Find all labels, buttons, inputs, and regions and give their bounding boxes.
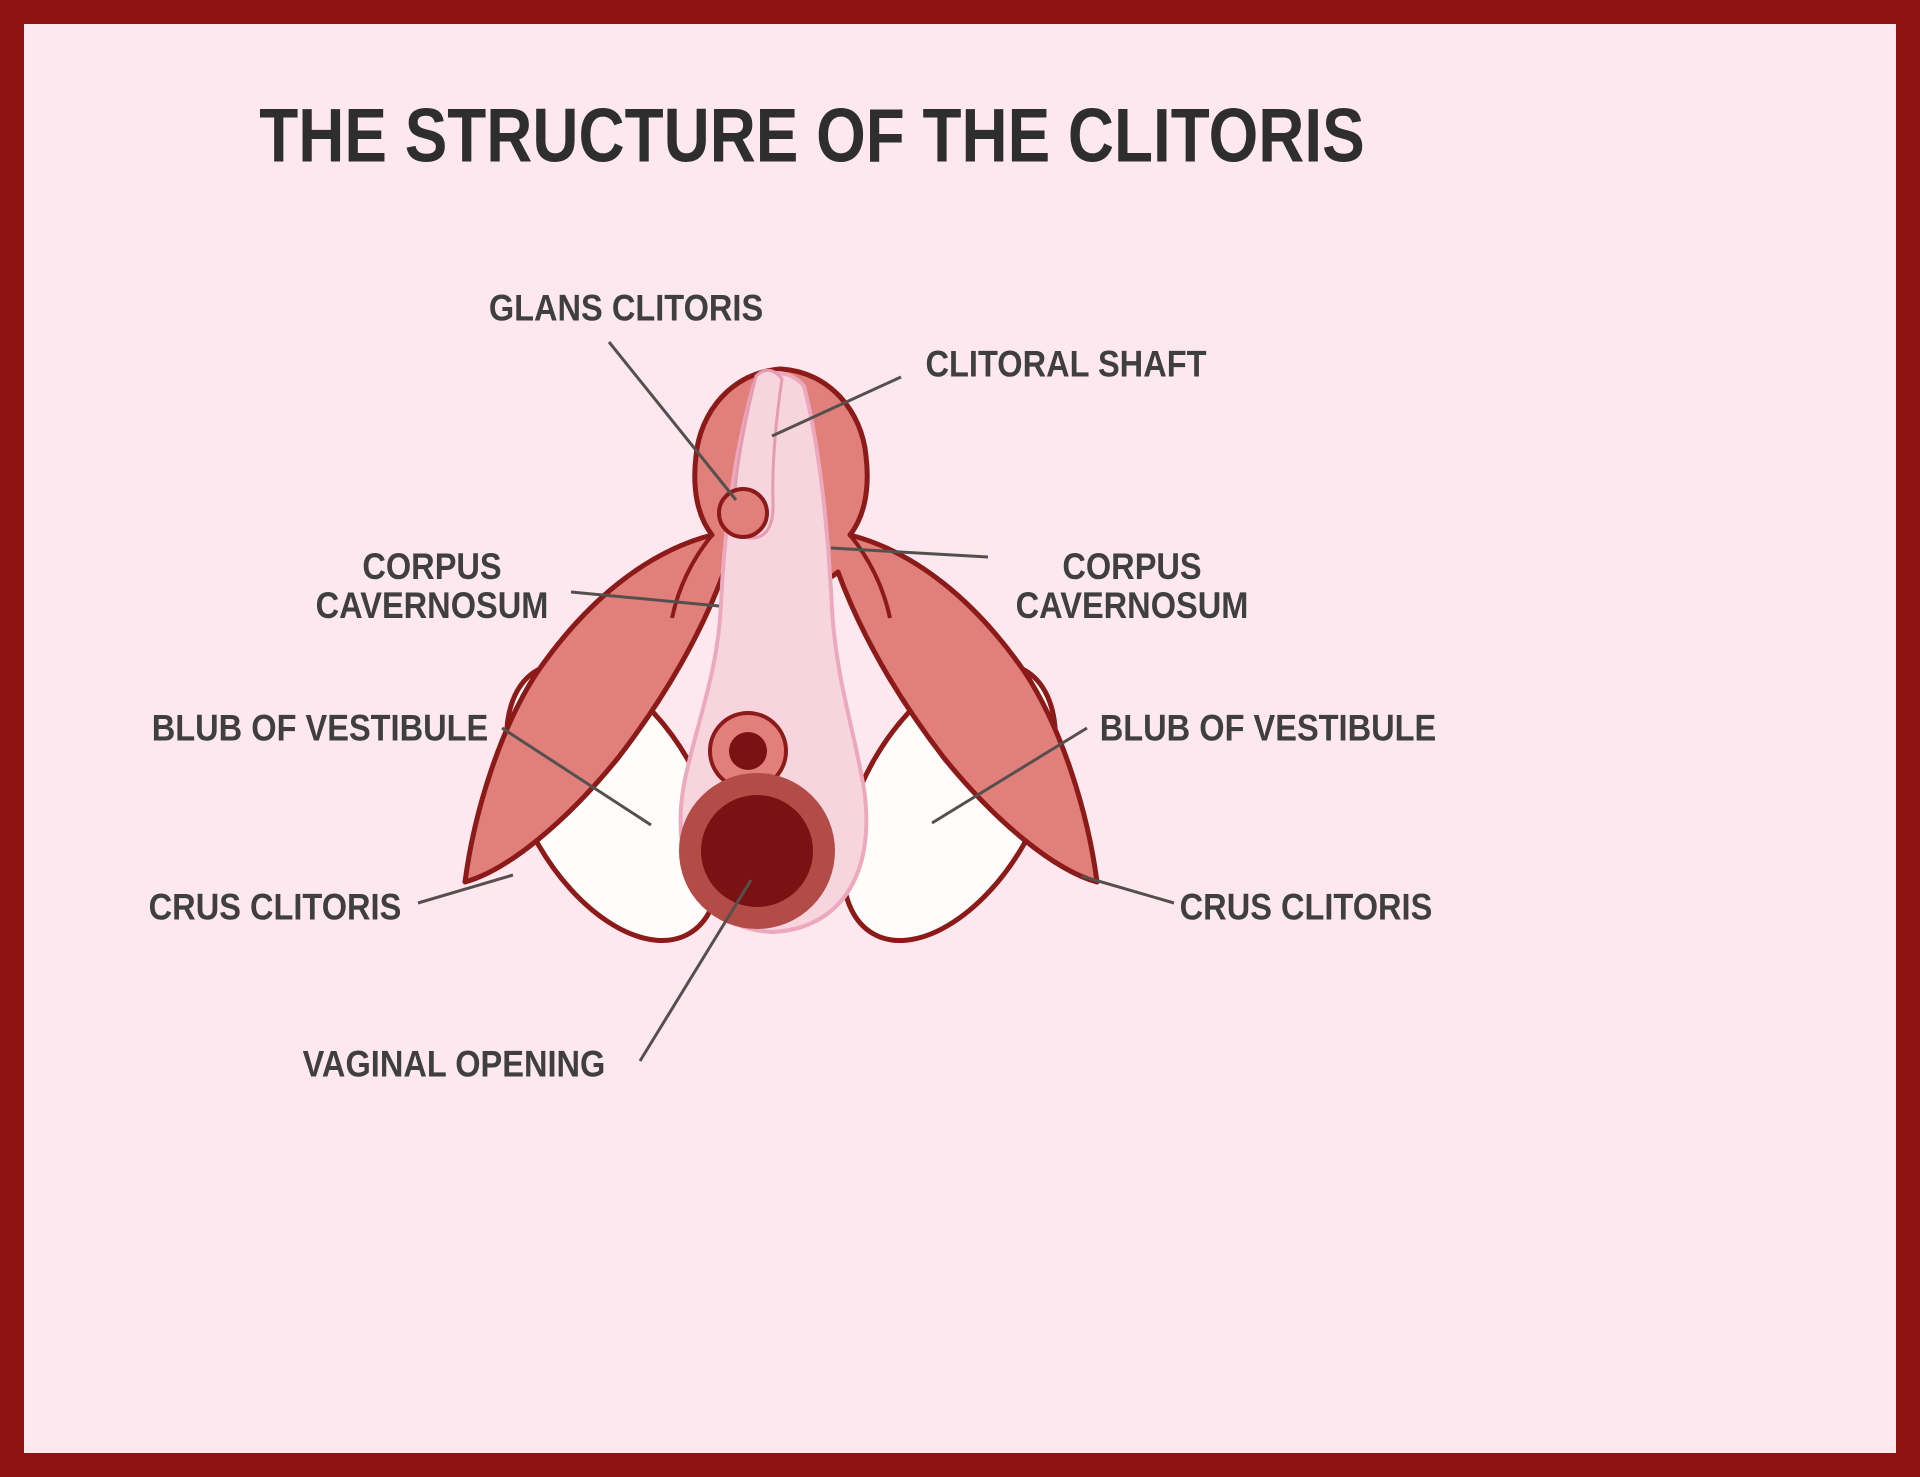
leader-line-bulb-of-vestibule-right [931,726,1088,825]
label-crus-clitoris-right: CRUS CLITORIS [1179,886,1433,928]
leader-line-crus-clitoris-right [1080,874,1175,905]
leader-line-corpus-cavernosum-right [830,546,989,559]
glans-clitoris-shape [717,487,769,539]
label-vaginal-opening: VAGINAL OPENING [302,1043,606,1085]
wing-crease-right [848,533,892,619]
anatomy-illustration [417,341,1175,1062]
poster-title: THE STRUCTURE OF THE CLITORIS [259,93,1365,179]
label-clitoral-shaft: CLITORAL SHAFT [925,343,1207,385]
label-corpus-cavernosum-left: CORPUS CAVERNOSUM [315,546,549,626]
wing-crease-left [670,533,714,619]
urethral-opening-inner [729,732,767,770]
leader-line-clitoral-shaft [771,375,902,438]
leader-lines [417,341,1175,1062]
label-bulb-of-vestibule-left: BLUB OF VESTIBULE [151,707,489,749]
label-corpus-cavernosum-right: CORPUS CAVERNOSUM [1015,546,1249,626]
leader-line-glans-clitoris [607,341,738,501]
label-glans-clitoris: GLANS CLITORIS [488,287,764,329]
leader-line-corpus-cavernosum-left [570,590,720,608]
clitoris-anatomy [462,366,1100,943]
leader-line-bulb-of-vestibule-left [501,726,652,827]
leader-line-crus-clitoris-left [417,873,514,905]
vaginal-opening-inner [701,795,813,907]
label-bulb-of-vestibule-right: BLUB OF VESTIBULE [1099,707,1437,749]
leader-line-vaginal-opening [638,879,753,1062]
label-crus-clitoris-left: CRUS CLITORIS [148,886,402,928]
